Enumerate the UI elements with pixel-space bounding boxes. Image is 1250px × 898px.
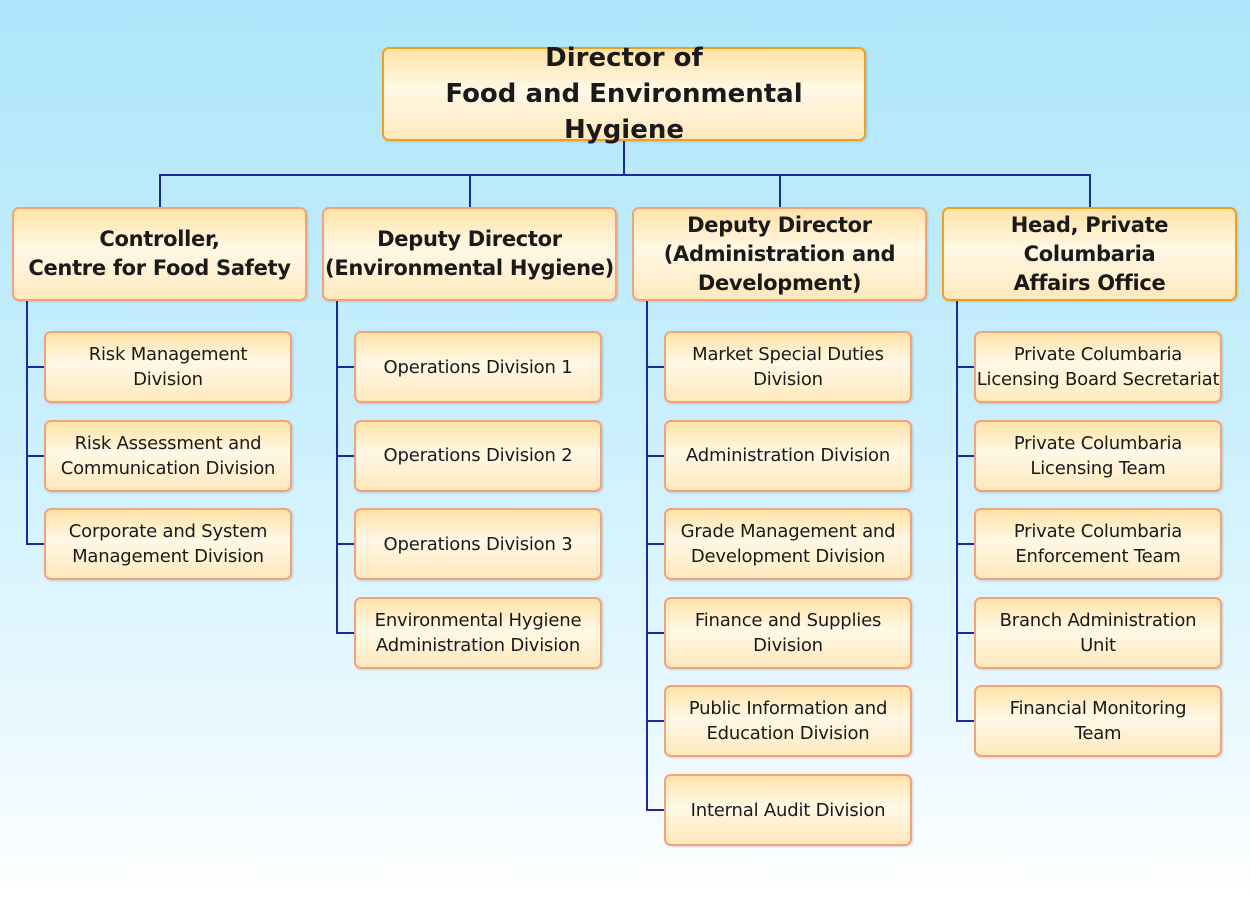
division-box: Risk Management Division bbox=[44, 331, 292, 403]
connector-line bbox=[646, 366, 664, 368]
connector-line bbox=[26, 543, 44, 546]
connector-line bbox=[159, 174, 161, 207]
division-box: Financial Monitoring Team bbox=[974, 685, 1222, 758]
connector-line bbox=[646, 543, 664, 546]
division-box: Internal Audit Division bbox=[664, 774, 912, 846]
division-box: Operations Division 3 bbox=[354, 508, 602, 581]
connector-line bbox=[26, 366, 44, 368]
connector-line bbox=[779, 174, 781, 207]
division-box: Private Columbaria Enforcement Team bbox=[974, 508, 1222, 581]
division-box: Market Special Duties Division bbox=[664, 331, 912, 403]
division-box: Grade Management and Development Divisio… bbox=[664, 508, 912, 581]
division-box: Public Information and Education Divisio… bbox=[664, 685, 912, 758]
connector-line bbox=[336, 454, 354, 457]
division-box: Environmental Hygiene Administration Div… bbox=[354, 596, 602, 669]
connector-line bbox=[623, 141, 625, 176]
column-head-box: Deputy Director (Environmental Hygiene) bbox=[322, 207, 617, 301]
connector-line bbox=[159, 174, 1091, 176]
connector-line bbox=[646, 301, 648, 810]
connector-line bbox=[26, 301, 28, 545]
division-box: Branch Administration Unit bbox=[974, 596, 1222, 669]
connector-line bbox=[646, 454, 664, 457]
division-box: Corporate and System Management Division bbox=[44, 508, 292, 581]
connector-line bbox=[956, 301, 958, 722]
connector-line bbox=[469, 174, 471, 207]
connector-line bbox=[336, 366, 354, 368]
connector-line bbox=[646, 631, 664, 634]
division-box: Private Columbaria Licensing Team bbox=[974, 419, 1222, 492]
division-box: Operations Division 1 bbox=[354, 331, 602, 403]
connector-line bbox=[336, 301, 338, 633]
director-box: Director of Food and Environmental Hygie… bbox=[382, 43, 866, 145]
connector-line bbox=[956, 631, 974, 634]
connector-line bbox=[26, 454, 44, 457]
division-box: Administration Division bbox=[664, 419, 912, 492]
division-box: Finance and Supplies Division bbox=[664, 596, 912, 669]
division-box: Private Columbaria Licensing Board Secre… bbox=[974, 331, 1222, 403]
connector-line bbox=[336, 631, 354, 634]
connector-line bbox=[956, 543, 974, 546]
column-head-box: Head, Private Columbaria Affairs Office bbox=[942, 207, 1237, 301]
connector-line bbox=[956, 454, 974, 457]
connector-line bbox=[1089, 174, 1091, 207]
division-box: Risk Assessment and Communication Divisi… bbox=[44, 419, 292, 492]
column-head-box: Controller, Centre for Food Safety bbox=[12, 207, 307, 301]
connector-line bbox=[336, 543, 354, 546]
connector-line bbox=[956, 366, 974, 368]
connector-line bbox=[646, 720, 664, 723]
column-head-box: Deputy Director (Administration and Deve… bbox=[632, 207, 927, 301]
connector-line bbox=[646, 809, 664, 811]
connector-line bbox=[956, 720, 974, 723]
division-box: Operations Division 2 bbox=[354, 419, 602, 492]
